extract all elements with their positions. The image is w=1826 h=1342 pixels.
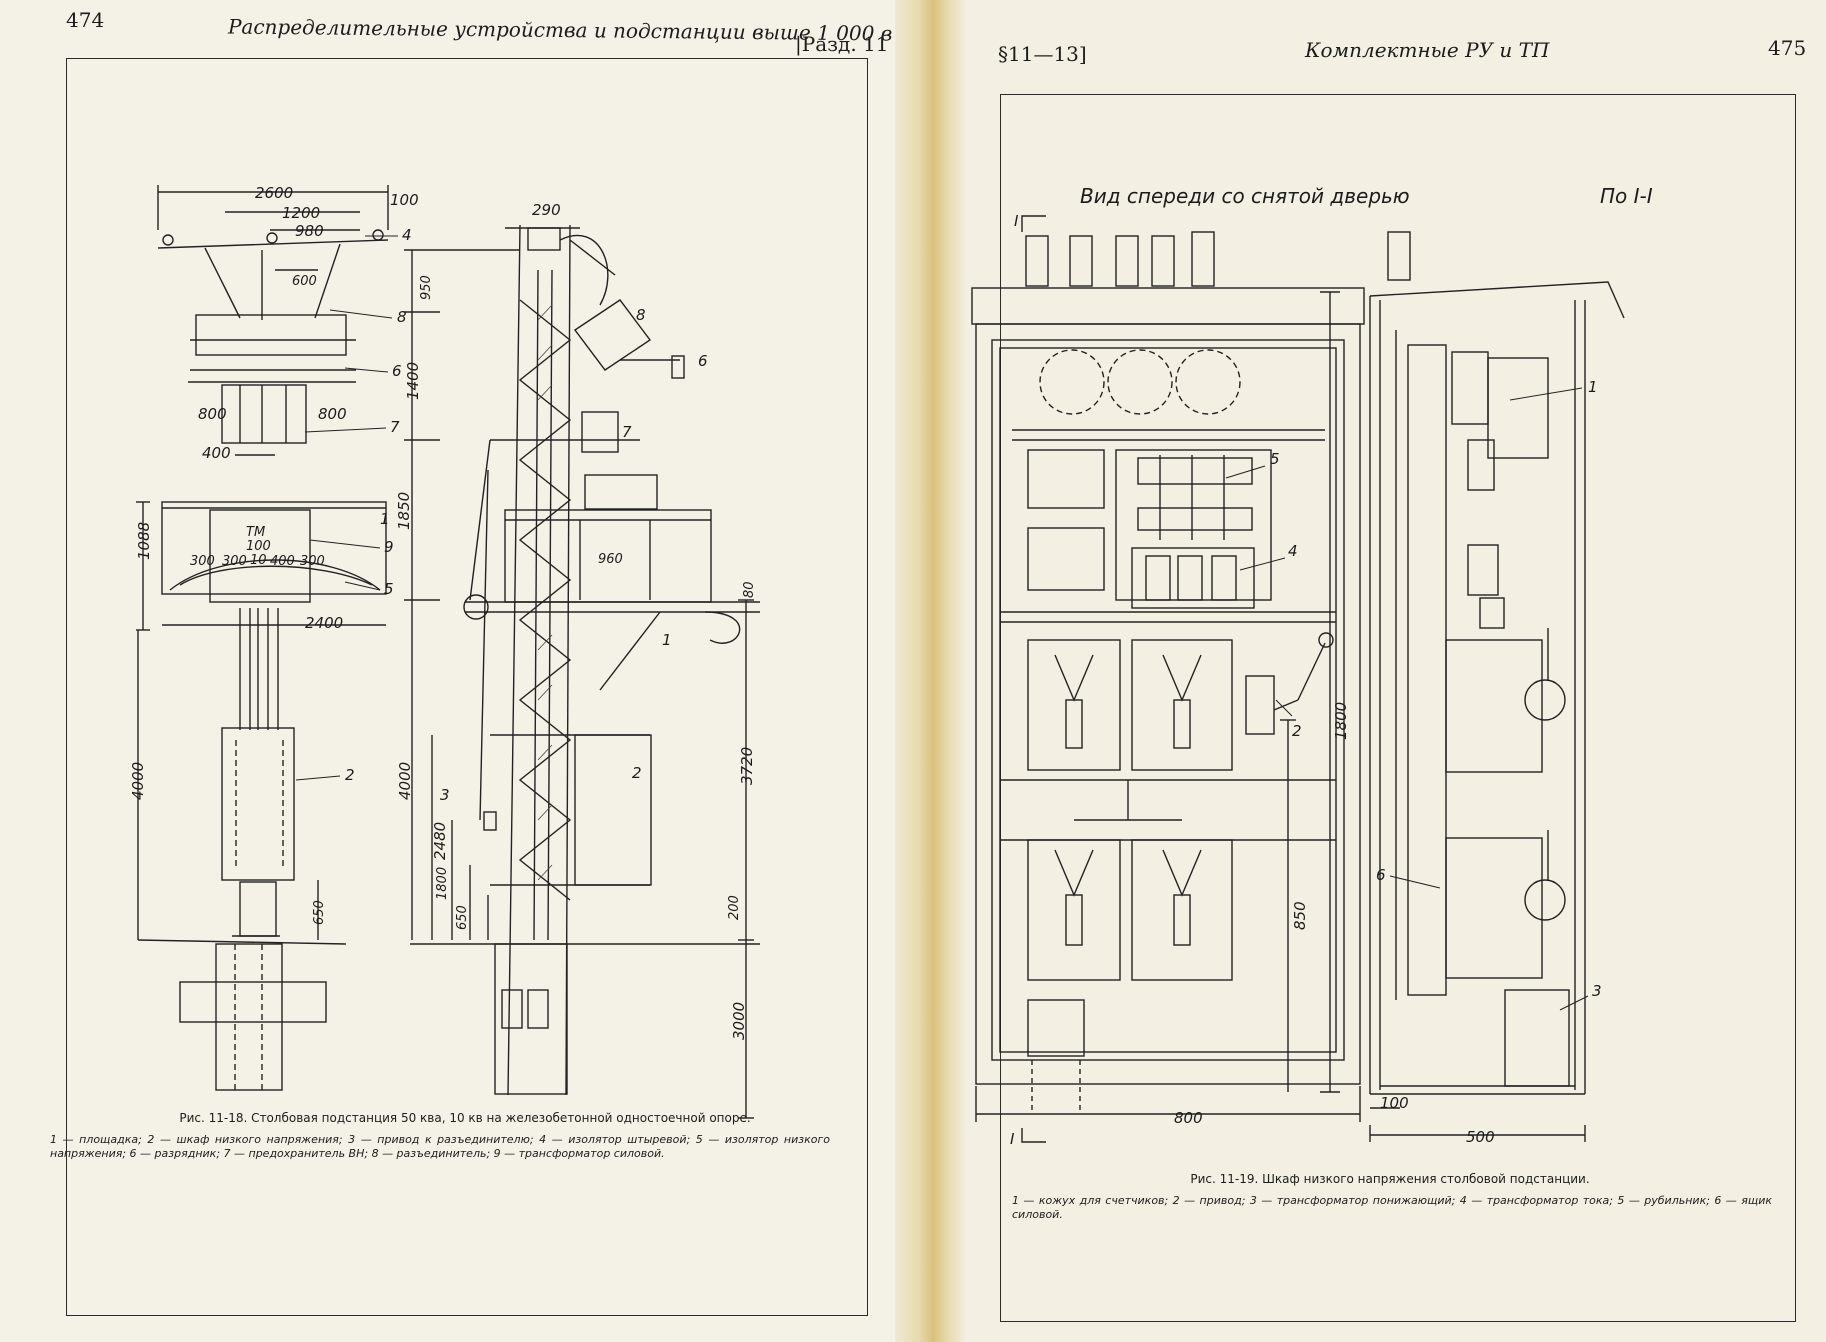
dim-800-left: 800 [198,405,227,423]
callout-3: 3 [440,786,450,804]
dim-500: 500 [1466,1128,1495,1146]
tm-kva-label: 100 [246,539,271,554]
callout-1-section: 1 [1588,378,1598,396]
dim-1800-right: 1800 [1332,702,1350,740]
callout-6-side: 6 [698,352,708,370]
callout-1-front: 1 [380,510,390,528]
dim-200: 200 [727,895,742,920]
dim-2480: 2480 [431,822,449,860]
right-page: §11—13] Комплектные РУ и ТП 475 Вид спер… [920,0,1826,1342]
callout-3-section: 3 [1592,982,1602,1000]
dim-650-front: 650 [312,900,327,925]
dim-2400: 2400 [305,614,343,632]
dim-300-b: 300 [222,554,247,569]
dim-1800-side: 1800 [435,867,450,900]
front-view-title: Вид спереди со снятой дверью [1080,184,1410,208]
dim-4000-front: 4000 [129,762,147,800]
section-ref-right: §11—13] [998,42,1087,66]
figure-11-19-caption: Рис. 11-19. Шкаф низкого напряжения стол… [1190,1172,1590,1186]
dim-3000: 3000 [730,1002,748,1040]
callout-9: 9 [384,538,394,556]
dim-290: 290 [532,201,561,219]
figure-11-18-legend: 1 — площадка; 2 — шкаф низкого напряжени… [50,1133,830,1160]
figure-11-18-caption: Рис. 11-18. Столбовая подстанция 50 ква,… [179,1111,751,1125]
dim-4000-side: 4000 [396,762,414,800]
callout-4-front: 4 [1288,542,1298,560]
figure-11-18-drawing: 2600 100 1200 980 600 800 800 400 ТМ 100… [129,184,760,1119]
callout-2-front: 2 [345,766,355,784]
callout-7-front: 7 [390,418,400,436]
dim-1400: 1400 [404,362,422,400]
callout-6-section: 6 [1376,866,1386,884]
callout-6-front: 6 [392,362,402,380]
dim-1088: 1088 [135,522,153,560]
callout-5: 5 [384,580,394,598]
tm-kv-label: 10 [250,553,267,568]
dim-2600: 2600 [255,184,293,202]
dim-400-top: 400 [202,444,231,462]
dim-1200: 1200 [282,204,320,222]
callout-4: 4 [402,226,412,244]
dim-980: 980 [295,222,324,240]
section-mark-top: I [1014,212,1019,230]
figure-11-19-drawing: 5 4 2 1 6 3 800 1800 850 100 500 I I [971,212,1625,1148]
dim-80: 80 [742,581,757,598]
figure-11-19-legend: 1 — кожух для счетчиков; 2 — привод; 3 —… [1012,1194,1772,1221]
callout-8-front: 8 [397,308,407,326]
dim-3720: 3720 [738,747,756,785]
dim-800-right: 800 [318,405,347,423]
callout-2-front: 2 [1292,722,1302,740]
dim-300-c: 300 [300,554,325,569]
dim-600: 600 [292,274,317,289]
dim-800-right: 800 [1174,1109,1203,1127]
figure-frame-left [66,58,868,1316]
callout-2-side: 2 [632,764,642,782]
dim-300-a: 300 [190,554,215,569]
book-gutter [895,0,965,1342]
callout-7-side: 7 [622,423,632,441]
section-view-title: По I-I [1600,184,1653,208]
callout-1-side: 1 [662,631,672,649]
dim-960: 960 [598,552,623,567]
dim-950: 950 [419,275,434,300]
dim-400-mid: 400 [270,554,295,569]
running-title-right: Комплектные РУ и ТП [1305,38,1550,62]
left-page: 474 Распределительные устройства и подст… [50,8,893,1316]
dim-1850: 1850 [395,492,413,530]
section-ref-left: |Разд. 11 [795,32,889,56]
dim-100-top: 100 [390,191,419,209]
dim-850: 850 [1291,901,1309,930]
page-number-left: 474 [66,8,105,32]
tm-label: ТМ [246,525,265,540]
dim-100-right: 100 [1380,1094,1409,1112]
page-number-right: 475 [1768,36,1807,60]
callout-5-front: 5 [1270,450,1280,468]
dim-650-side: 650 [455,905,470,930]
callout-8-side: 8 [636,306,646,324]
section-mark-bottom: I [1010,1130,1015,1148]
